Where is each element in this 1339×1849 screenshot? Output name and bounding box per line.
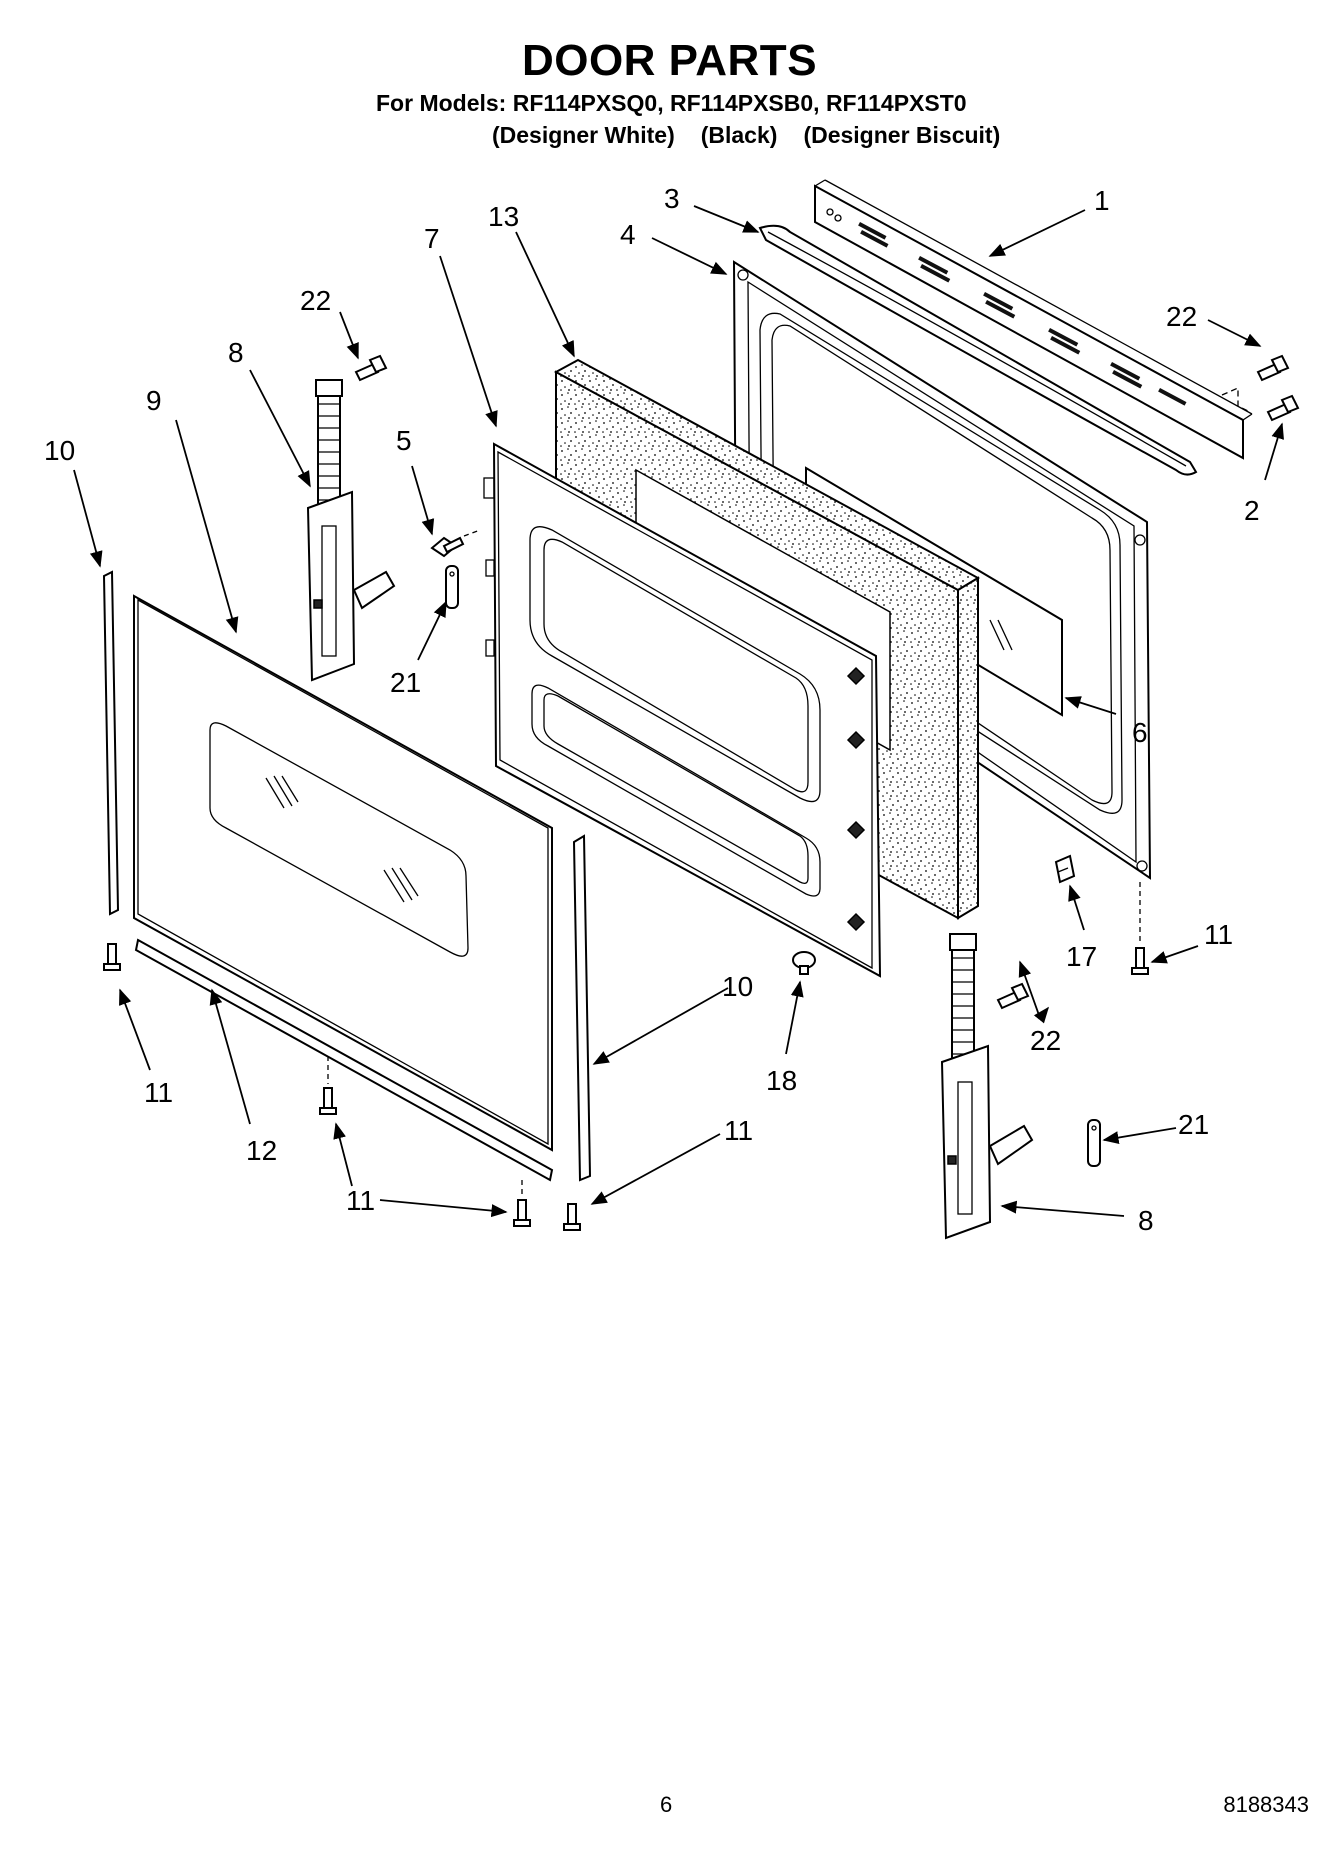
part-21-hinge-cover-right bbox=[1087, 1119, 1101, 1167]
part-22-screw-lower bbox=[996, 982, 1030, 1010]
variant-black: (Black) bbox=[700, 122, 778, 148]
callout-13: 13 bbox=[488, 201, 519, 232]
callout-8-left: 8 bbox=[228, 337, 244, 368]
variant-designer-biscuit: (Designer Biscuit) bbox=[803, 122, 1001, 148]
callout-12: 12 bbox=[246, 1135, 277, 1166]
callout-8-right: 8 bbox=[1138, 1205, 1154, 1236]
part-11-screw-b bbox=[319, 1087, 337, 1115]
callout-9: 9 bbox=[146, 385, 162, 416]
part-1-vent-trim bbox=[814, 179, 1253, 460]
page-number: 6 bbox=[660, 1792, 673, 1817]
callout-5: 5 bbox=[396, 425, 412, 456]
callout-11-right: 11 bbox=[1204, 919, 1233, 950]
callout-2: 2 bbox=[1244, 495, 1260, 526]
models-line: For Models: RF114PXSQ0, RF114PXSB0, RF11… bbox=[376, 90, 967, 116]
callout-1: 1 bbox=[1094, 185, 1110, 216]
part-3-door-handle bbox=[758, 224, 1198, 476]
callout-3: 3 bbox=[664, 183, 680, 214]
part-22-screw-left bbox=[354, 354, 388, 382]
part-12-bottom-trim bbox=[134, 938, 554, 1182]
callout-21-left: 21 bbox=[390, 667, 421, 698]
callout-7: 7 bbox=[424, 223, 440, 254]
callout-10-left: 10 bbox=[44, 435, 75, 466]
callout-11-bottom: 11 bbox=[346, 1185, 375, 1216]
part-22-screw-top-right bbox=[1256, 354, 1290, 382]
part-7-door-liner bbox=[483, 442, 882, 978]
callout-labels: 1 2 3 4 13 7 22 8 9 10 5 21 6 17 11 22 1… bbox=[44, 183, 1260, 1236]
callout-18: 18 bbox=[766, 1065, 797, 1096]
callout-4: 4 bbox=[620, 219, 636, 250]
page-title: DOOR PARTS bbox=[521, 36, 818, 85]
part-11-screw-a bbox=[103, 943, 121, 971]
part-5-screw bbox=[430, 529, 481, 558]
variant-designer-white: (Designer White) bbox=[492, 122, 675, 148]
part-11-screw-e bbox=[1131, 947, 1149, 975]
part-17-clip bbox=[1054, 854, 1076, 884]
part-8-hinge-right bbox=[940, 933, 1034, 1240]
callout-11-middle: 11 bbox=[724, 1115, 753, 1146]
part-8-hinge-left bbox=[306, 379, 396, 682]
callout-6: 6 bbox=[1132, 717, 1148, 748]
callout-21-right: 21 bbox=[1178, 1109, 1209, 1140]
part-11-screw-d bbox=[563, 1203, 581, 1231]
callout-11-left: 11 bbox=[144, 1077, 173, 1108]
part-10-side-trim-right bbox=[572, 834, 592, 1182]
callout-17: 17 bbox=[1066, 941, 1097, 972]
part-9-outer-door-panel bbox=[133, 594, 553, 1152]
part-10-side-trim-left bbox=[102, 570, 120, 916]
part-18-bumper bbox=[792, 951, 816, 975]
callout-22-lower: 22 bbox=[1030, 1025, 1061, 1056]
part-21-hinge-cover-left bbox=[445, 565, 459, 609]
part-11-screw-c bbox=[513, 1199, 531, 1227]
callout-22-top-right: 22 bbox=[1166, 301, 1197, 332]
document-number: 8188343 bbox=[1223, 1792, 1309, 1817]
callout-10-right: 10 bbox=[722, 971, 753, 1002]
model-variants: (Designer White) (Black) (Designer Biscuit… bbox=[492, 122, 1026, 149]
callout-22-left: 22 bbox=[300, 285, 331, 316]
part-2-screw bbox=[1266, 394, 1300, 422]
leader-lines bbox=[73, 205, 1284, 1218]
